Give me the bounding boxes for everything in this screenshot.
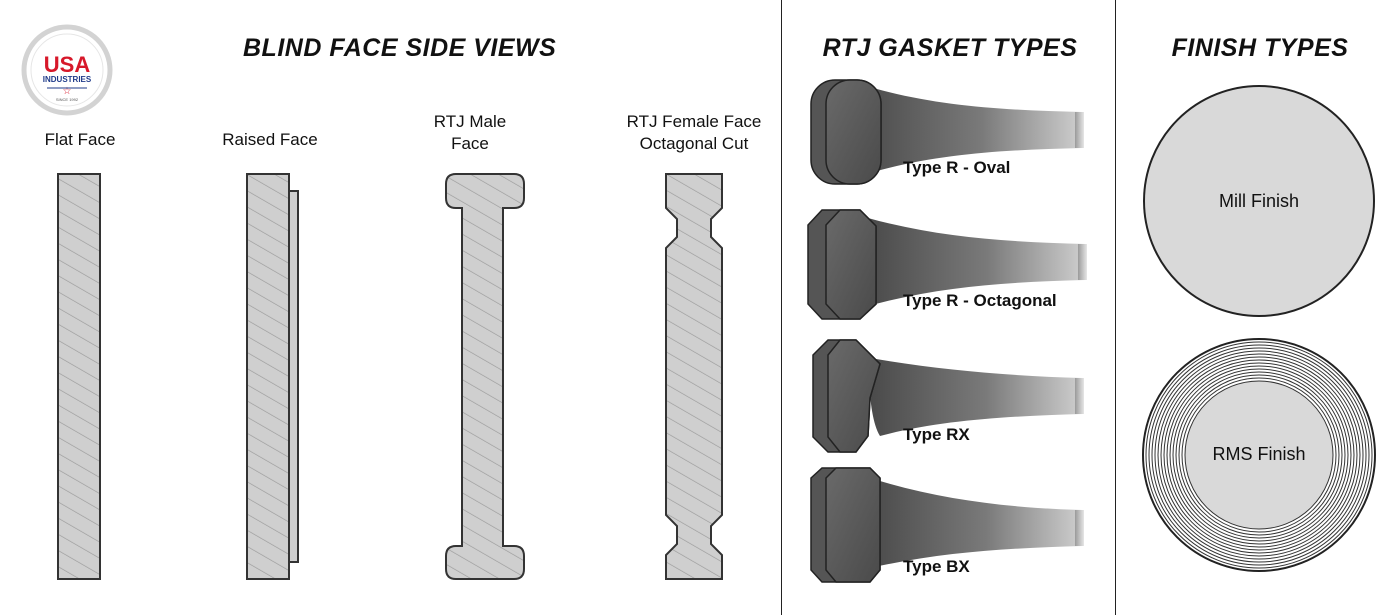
- gasket-type-r-octagonal-label: Type R - Octagonal: [903, 291, 1057, 310]
- blind-face-side-views: [57, 173, 723, 580]
- rms-groove-ring: [1160, 356, 1358, 554]
- finish-title: FINISH TYPES: [1171, 34, 1349, 62]
- logo-tagline: SINCE 1992: [56, 97, 79, 102]
- rms-groove-ring: [1172, 368, 1346, 542]
- rtj-male-face-label-line1: RTJ Male: [433, 112, 507, 131]
- mill-finish-label: Mill Finish: [1218, 191, 1299, 211]
- section-divider-2: [1115, 0, 1116, 615]
- gasket-type-bx: [810, 467, 1084, 583]
- rms-groove-ring: [1166, 362, 1352, 548]
- rms-groove-ring: [1178, 374, 1340, 536]
- logo-main-text: USA: [44, 52, 91, 77]
- gasket-type-r-oval: [810, 79, 1084, 185]
- rtj-male-face-label: RTJ Male Face: [400, 111, 540, 155]
- gasket-type-r-octagonal: [807, 209, 1087, 320]
- blind-face-title: BLIND FACE SIDE VIEWS: [243, 34, 557, 62]
- gasket-type-r-oval-label: Type R - Oval: [903, 158, 1011, 177]
- rms-groove-ring: [1163, 359, 1355, 551]
- rms-groove-ring: [1169, 365, 1349, 545]
- rms-groove-ring: [1154, 350, 1364, 560]
- logo-sub-text: INDUSTRIES: [43, 75, 92, 84]
- raised-face-label: Raised Face: [222, 130, 318, 149]
- rms-groove-ring: [1145, 341, 1373, 569]
- rms-groove-ring: [1175, 371, 1343, 539]
- flat-face-shape: [57, 173, 101, 580]
- rtj-gasket-title: RTJ GASKET TYPES: [822, 34, 1078, 62]
- rms-groove-ring: [1181, 377, 1337, 533]
- mill-finish-disc: [1143, 85, 1375, 317]
- rtj-male-face-label-line2: Face: [451, 134, 489, 153]
- rtj-female-face-label-line2: Octagonal Cut: [639, 134, 749, 153]
- rtj-male-face-shape: [445, 173, 525, 580]
- rms-groove-ring: [1151, 347, 1367, 563]
- rms-finish-label: RMS Finish: [1212, 444, 1306, 464]
- rtj-female-face-shape: [665, 173, 723, 580]
- rms-finish-disc: [1142, 338, 1376, 572]
- gasket-type-rx: [812, 339, 1084, 453]
- usa-industries-logo: USA INDUSTRIES ☆ SINCE 1992: [21, 24, 113, 116]
- rtj-female-face-label-line1: RTJ Female Face: [626, 112, 762, 131]
- gasket-type-rx-label: Type RX: [903, 425, 970, 444]
- flat-face-label: Flat Face: [44, 130, 116, 149]
- rtj-female-face-label: RTJ Female Face Octagonal Cut: [614, 111, 774, 155]
- raised-face-lip: [288, 190, 299, 563]
- rms-groove-ring: [1157, 353, 1361, 557]
- rms-finish-center: [1184, 380, 1334, 530]
- gasket-type-bx-label: Type BX: [903, 557, 970, 576]
- section-divider-1: [781, 0, 782, 615]
- star-icon: ☆: [63, 86, 72, 97]
- rms-groove-ring: [1148, 344, 1370, 566]
